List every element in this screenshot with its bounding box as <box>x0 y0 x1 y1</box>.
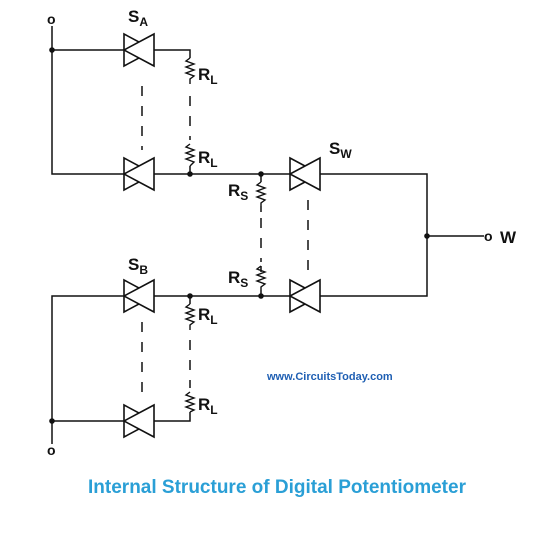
label-rl-3-sub: L <box>210 313 217 327</box>
label-rl-4: RL <box>198 395 218 417</box>
resistor-rl-4 <box>184 391 196 413</box>
terminal-b: o <box>47 442 56 458</box>
resistor-rl-2 <box>184 143 196 167</box>
label-sb: SB <box>128 255 148 277</box>
label-rs-1-sub: S <box>240 189 248 203</box>
label-rs-2: RS <box>228 268 248 290</box>
label-rl-4-main: R <box>198 395 210 414</box>
wire-sa-to-rl <box>154 49 191 58</box>
label-rl-3-main: R <box>198 305 210 324</box>
junction-dot <box>187 171 193 177</box>
label-rl-2-sub: L <box>210 156 217 170</box>
dashed-links <box>141 86 309 400</box>
resistors <box>184 57 267 413</box>
label-rs-1-main: R <box>228 181 240 200</box>
resistor-rl-1 <box>184 57 196 84</box>
label-sa-main: S <box>128 7 139 26</box>
resistor-rs-1 <box>255 181 267 206</box>
resistor-rl-3 <box>184 303 196 330</box>
switch-b2 <box>122 403 156 439</box>
label-rl-1: RL <box>198 65 218 87</box>
terminals: o o o <box>47 11 493 458</box>
switch-sb <box>122 278 156 314</box>
wire-sw-out-top <box>320 173 428 297</box>
label-rl-2: RL <box>198 148 218 170</box>
resistor-rs-2 <box>255 265 267 290</box>
label-rs-2-sub: S <box>240 276 248 290</box>
switch-sa <box>122 32 156 68</box>
junction-dot <box>49 418 55 424</box>
terminal-w-circle: o <box>484 228 493 244</box>
label-sa: SA <box>128 7 148 29</box>
wire-b-left <box>51 295 124 422</box>
switches <box>122 32 322 439</box>
label-rl-1-sub: L <box>210 73 217 87</box>
switch-a2 <box>122 156 156 192</box>
label-rl-4-sub: L <box>210 403 217 417</box>
label-sb-sub: B <box>139 263 148 277</box>
wire-a-left <box>51 50 124 175</box>
label-rs-2-main: R <box>228 268 240 287</box>
label-sw: SW <box>329 139 352 161</box>
label-w: W <box>500 228 517 247</box>
label-rl-3: RL <box>198 305 218 327</box>
junction-dot <box>258 293 264 299</box>
caption: Internal Structure of Digital Potentiome… <box>88 477 467 498</box>
watermark: www.CircuitsToday.com <box>266 371 393 383</box>
terminal-a: o <box>47 11 56 27</box>
label-sw-main: S <box>329 139 340 158</box>
label-rl-1-main: R <box>198 65 210 84</box>
component-labels: SA RL RL SW RS RS W SB RL RL <box>128 7 517 417</box>
switch-sw-bottom <box>288 278 322 314</box>
junction-dot <box>49 47 55 53</box>
junction-dots <box>49 47 430 424</box>
label-sb-main: S <box>128 255 139 274</box>
junction-dot <box>187 293 193 299</box>
label-rs-1: RS <box>228 181 248 203</box>
label-sa-sub: A <box>139 15 148 29</box>
junction-dot <box>258 171 264 177</box>
label-rl-2-main: R <box>198 148 210 167</box>
switch-sw-top <box>288 156 322 192</box>
junction-dot <box>424 233 430 239</box>
wire-sb-to-rl <box>154 412 191 422</box>
label-sw-sub: W <box>340 147 352 161</box>
